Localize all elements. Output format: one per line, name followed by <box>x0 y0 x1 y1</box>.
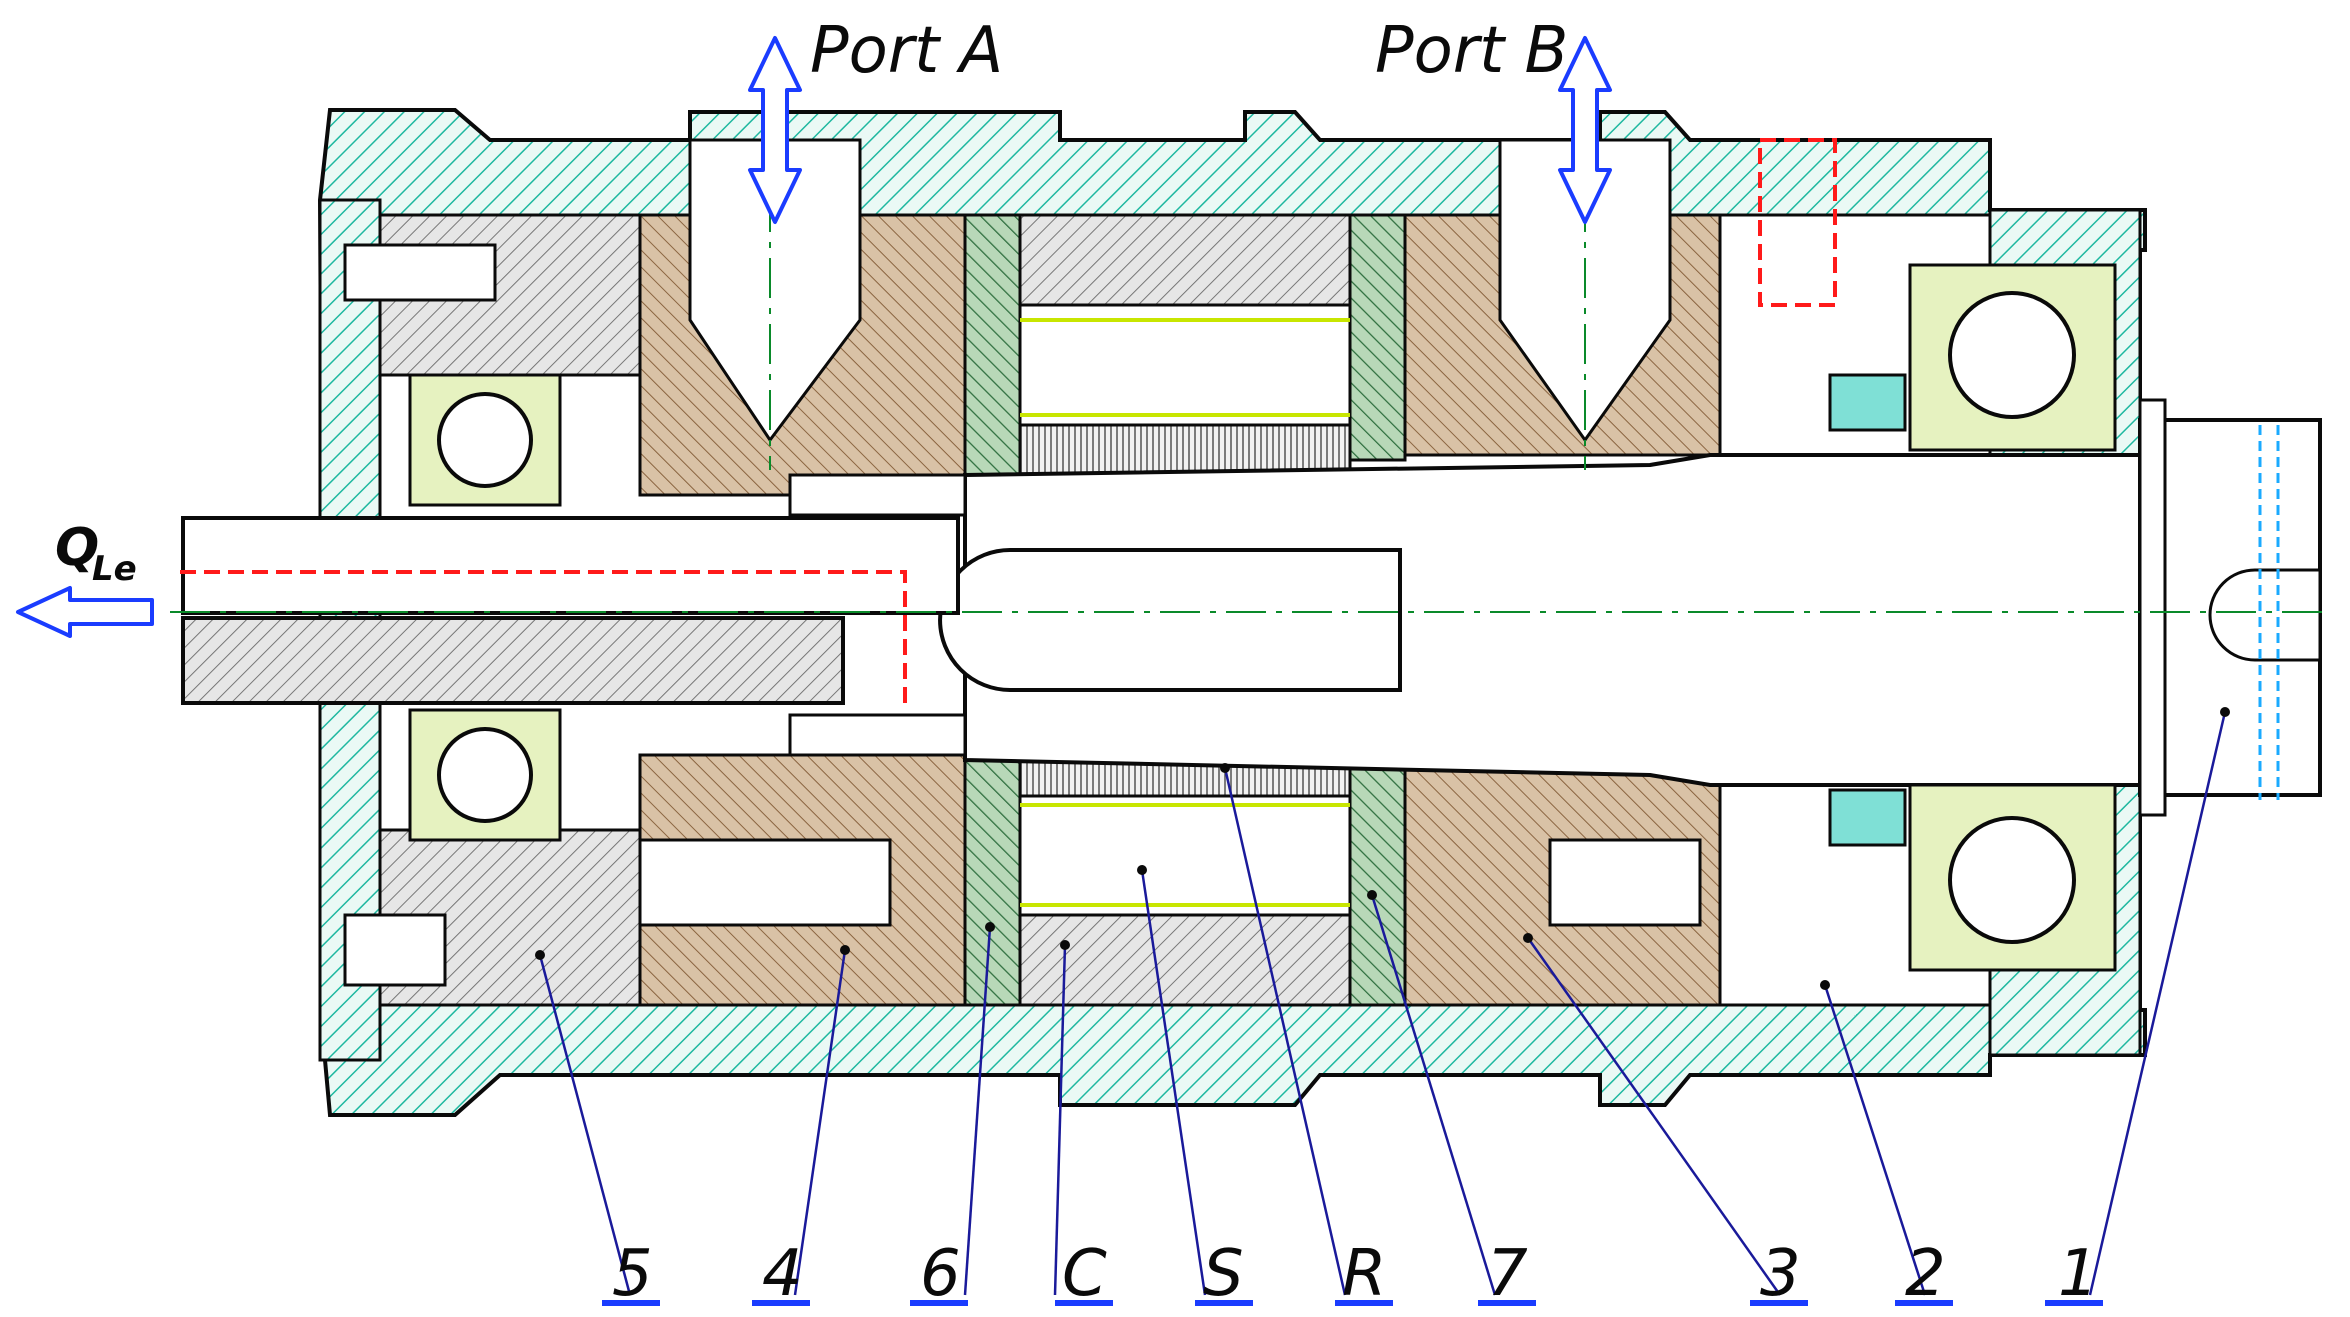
callout-4: 4 <box>762 1237 803 1311</box>
drive-shaft <box>181 473 967 757</box>
leak-path <box>180 138 1837 710</box>
flow-label-q: Q <box>55 518 99 578</box>
callout-dots <box>535 707 2230 990</box>
bearing-left-bottom <box>408 708 562 842</box>
callout-2: 2 <box>1905 1237 1946 1311</box>
flow-label: Q Le <box>55 518 137 589</box>
bearing-left-top <box>408 373 562 507</box>
callout-leaders <box>538 711 2227 1296</box>
output-shaft <box>938 398 2322 817</box>
callout-3: 3 <box>1760 1237 1801 1311</box>
callout-7: 7 <box>1487 1237 1528 1311</box>
bearing-right-top <box>1908 263 2117 452</box>
callout-numbers: 5 4 6 C S R 7 3 2 1 <box>612 1237 2099 1311</box>
plate-7-top <box>1348 213 1407 462</box>
callout-5: 5 <box>612 1237 653 1311</box>
flow-out-arrow-icon <box>16 586 154 638</box>
plate-6-top <box>963 213 1022 497</box>
flow-label-sub: Le <box>92 549 137 589</box>
valve-plates <box>638 138 1722 1007</box>
stator-top <box>1018 213 1352 307</box>
port-a-label: Port A <box>810 14 1003 88</box>
callout-1: 1 <box>2058 1237 2099 1311</box>
callout-R: R <box>1342 1237 1386 1311</box>
port-a-arrow-icon <box>748 36 802 224</box>
bearings <box>408 263 2117 972</box>
bearing-right-bottom <box>1908 783 2117 972</box>
plate-6-bottom <box>963 753 1022 1007</box>
rotor-top <box>1018 423 1352 477</box>
stator-bottom <box>1018 913 1352 1007</box>
end-plate <box>343 213 642 1007</box>
seal-ring-top <box>1828 373 1907 432</box>
key-marker <box>2258 425 2280 800</box>
callout-C: C <box>1062 1237 1107 1311</box>
callout-6: 6 <box>920 1237 961 1311</box>
callout-S: S <box>1203 1237 1244 1311</box>
seal-ring-bottom <box>1828 788 1907 847</box>
plate-7-bottom <box>1348 753 1407 1007</box>
port-b-arrow-icon <box>1558 36 1612 224</box>
port-b-label: Port B <box>1375 14 1568 88</box>
